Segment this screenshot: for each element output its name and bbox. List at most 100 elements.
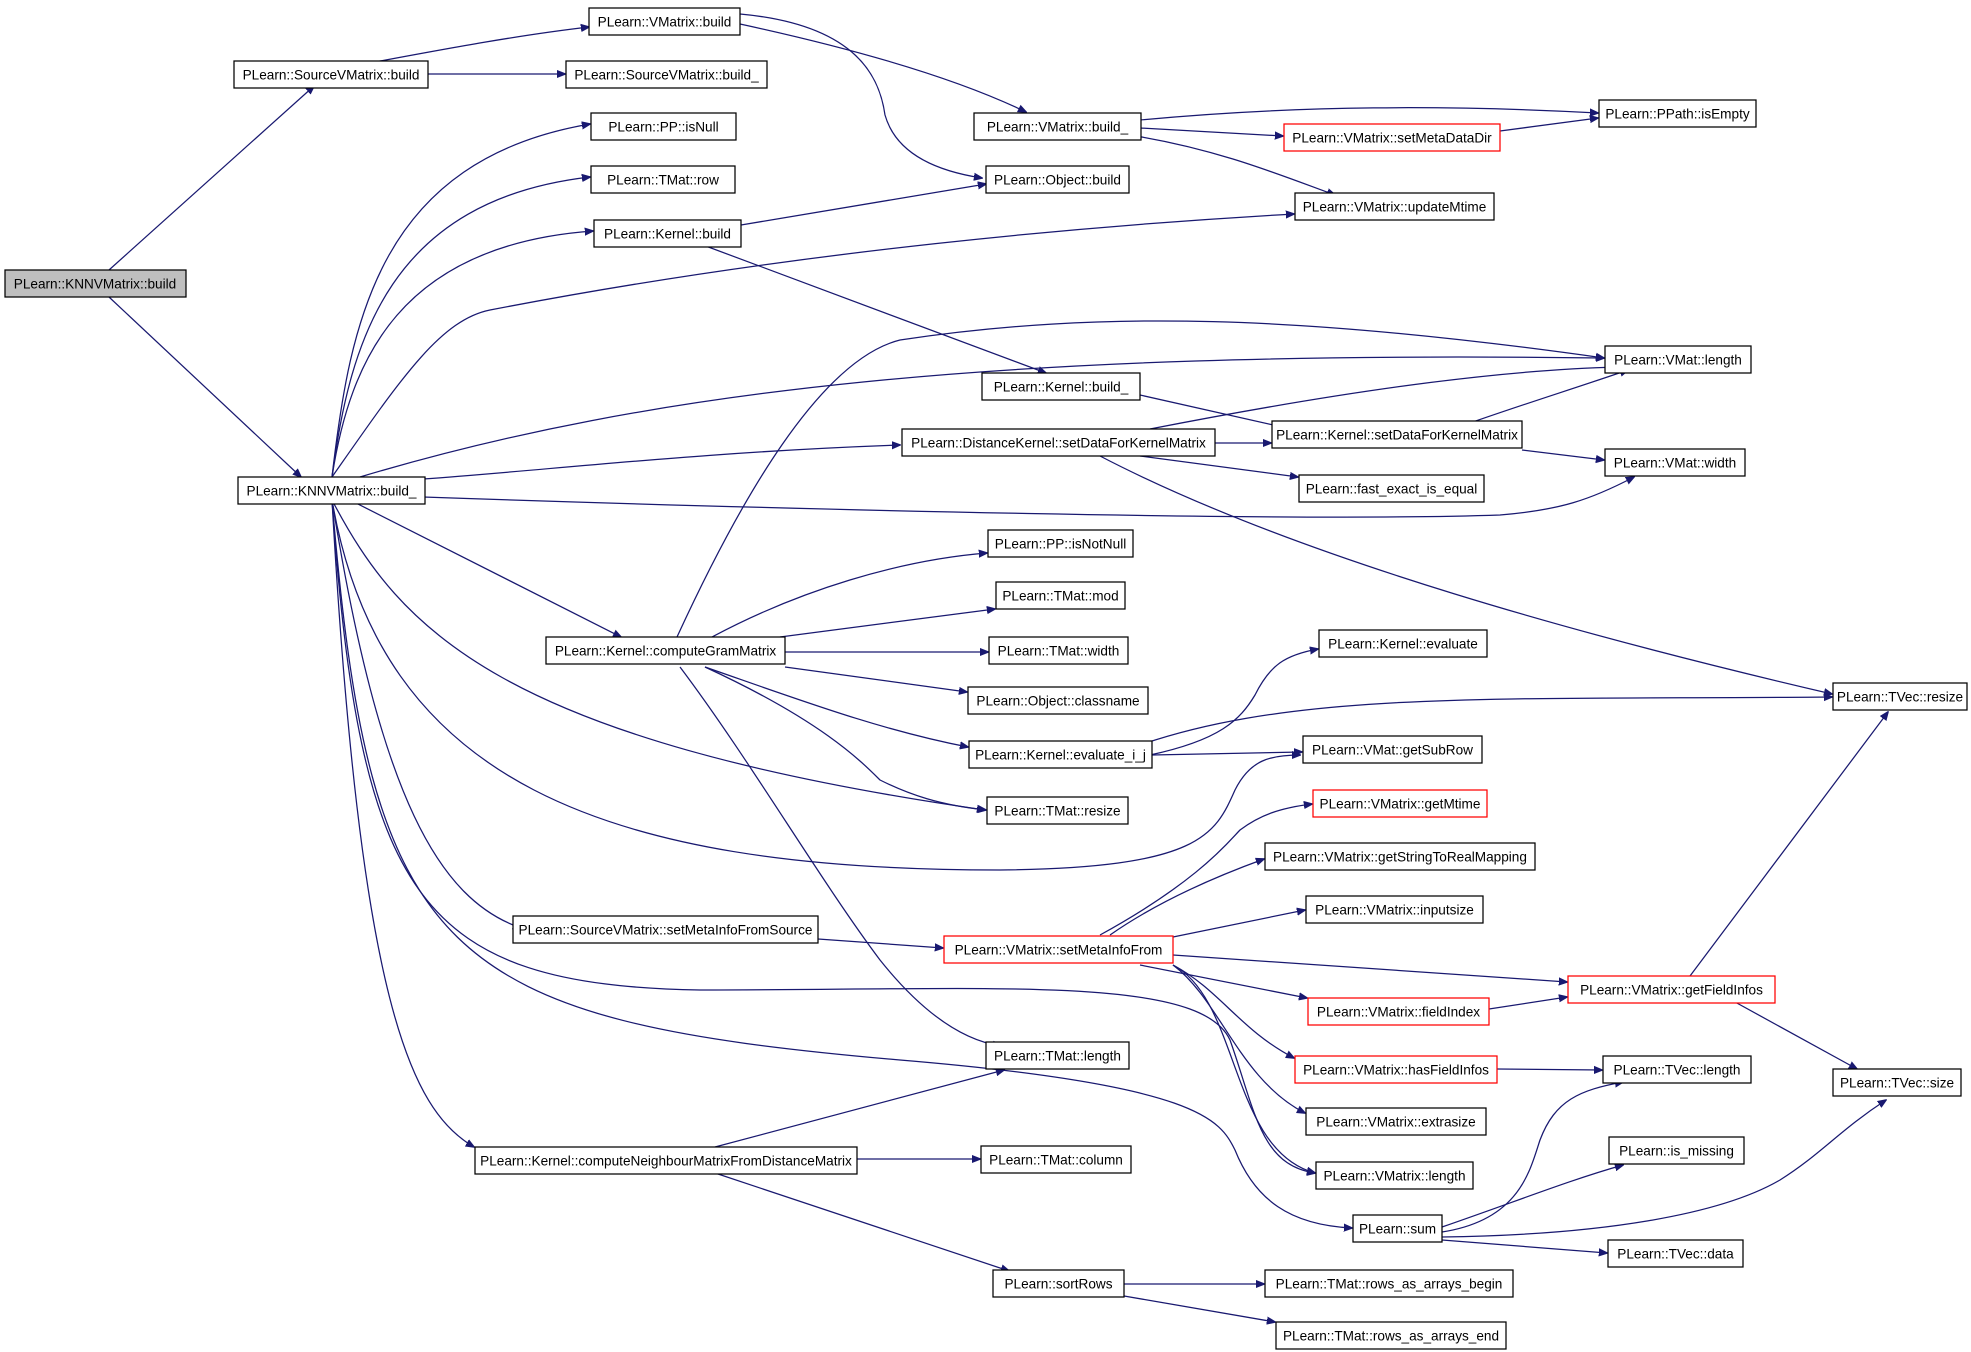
node-evaluate-ij[interactable]: PLearn::Kernel::evaluate_i_j bbox=[968, 740, 1153, 769]
node-pp-isnotnull[interactable]: PLearn::PP::isNotNull bbox=[987, 529, 1134, 558]
node-rows-begin[interactable]: PLearn::TMat::rows_as_arrays_begin bbox=[1264, 1269, 1514, 1298]
node-fast-exact[interactable]: PLearn::fast_exact_is_equal bbox=[1298, 474, 1485, 503]
node-fast-exact-label: PLearn::fast_exact_is_equal bbox=[1306, 482, 1478, 497]
edge-knnv-build-to-vm-length bbox=[331, 499, 1315, 1173]
node-get-mtime[interactable]: PLearn::VMatrix::getMtime bbox=[1312, 789, 1488, 818]
node-is-missing[interactable]: PLearn::is_missing bbox=[1608, 1136, 1745, 1165]
node-tmat-row[interactable]: PLearn::TMat::row bbox=[590, 165, 736, 194]
node-knnv-build-[interactable]: PLearn::KNNVMatrix::build_ bbox=[237, 476, 426, 505]
edge-knnv-build-to-sum bbox=[331, 499, 1352, 1228]
node-vmat-length[interactable]: PLearn::VMat::length bbox=[1604, 345, 1752, 374]
edge-set-meta-from-to-field-index bbox=[1139, 964, 1307, 998]
node-get-mtime-label: PLearn::VMatrix::getMtime bbox=[1320, 797, 1481, 812]
node-ppath-isempty[interactable]: PLearn::PPath::isEmpty bbox=[1598, 99, 1757, 128]
node-rows-end[interactable]: PLearn::TMat::rows_as_arrays_end bbox=[1275, 1321, 1507, 1350]
node-compute-gram-label: PLearn::Kernel::computeGramMatrix bbox=[555, 644, 777, 659]
edge-field-index-to-get-field-infos bbox=[1488, 997, 1567, 1010]
node-set-meta-from[interactable]: PLearn::VMatrix::setMetaInfoFrom bbox=[943, 935, 1174, 964]
node-knnv-build[interactable]: PLearn::KNNVMatrix::build bbox=[4, 269, 187, 298]
node-compute-gram[interactable]: PLearn::Kernel::computeGramMatrix bbox=[545, 636, 786, 665]
node-object-build[interactable]: PLearn::Object::build bbox=[985, 165, 1130, 194]
node-ppath-isempty-label: PLearn::PPath::isEmpty bbox=[1605, 107, 1750, 122]
node-tmat-mod[interactable]: PLearn::TMat::mod bbox=[995, 581, 1126, 610]
node-get-s2r[interactable]: PLearn::VMatrix::getStringToRealMapping bbox=[1264, 842, 1536, 871]
edge-compute-gram-to-tmat-mod bbox=[779, 609, 995, 638]
node-extrasize-label: PLearn::VMatrix::extrasize bbox=[1316, 1115, 1475, 1130]
node-vm-build-label: PLearn::VMatrix::build bbox=[598, 15, 732, 30]
edge-compute-gram-to-object-classname bbox=[784, 666, 967, 692]
node-pp-isnull[interactable]: PLearn::PP::isNull bbox=[590, 112, 737, 141]
edge-has-field-infos-to-tvec-length bbox=[1496, 1069, 1602, 1070]
node-tmat-width[interactable]: PLearn::TMat::width bbox=[988, 636, 1129, 665]
nodes: PLearn::KNNVMatrix::build PLearn::Source… bbox=[4, 7, 1968, 1350]
node-vm-build[interactable]: PLearn::VMatrix::build bbox=[588, 7, 741, 36]
node-tmat-width-label: PLearn::TMat::width bbox=[998, 644, 1120, 659]
node-tvec-data[interactable]: PLearn::TVec::data bbox=[1607, 1239, 1744, 1268]
edge-vm-build-to-ppath-isempty bbox=[1139, 107, 1598, 121]
edge-set-meta-dir-to-ppath-isempty bbox=[1499, 118, 1598, 132]
edge-compute-neigh-to-sort-rows bbox=[711, 1171, 1009, 1271]
edge-evaluate-ij-to-tvec-resize bbox=[1139, 697, 1832, 746]
node-rows-end-label: PLearn::TMat::rows_as_arrays_end bbox=[1283, 1329, 1499, 1344]
node-vmat-width[interactable]: PLearn::VMat::width bbox=[1604, 448, 1746, 477]
node-k-setdata[interactable]: PLearn::Kernel::setDataForKernelMatrix bbox=[1271, 420, 1523, 449]
node-source-build--label: PLearn::SourceVMatrix::build_ bbox=[574, 68, 759, 83]
node-tmat-length-label: PLearn::TMat::length bbox=[994, 1049, 1121, 1064]
node-tmat-resize[interactable]: PLearn::TMat::resize bbox=[986, 796, 1129, 825]
node-vm-length[interactable]: PLearn::VMatrix::length bbox=[1315, 1161, 1474, 1190]
node-dk-setdata-label: PLearn::DistanceKernel::setDataForKernel… bbox=[911, 436, 1206, 451]
node-source-build[interactable]: PLearn::SourceVMatrix::build bbox=[233, 60, 429, 89]
node-tmat-column[interactable]: PLearn::TMat::column bbox=[980, 1145, 1132, 1174]
node-update-mtime-label: PLearn::VMatrix::updateMtime bbox=[1303, 200, 1487, 215]
edges bbox=[108, 13, 1888, 1322]
node-tvec-length[interactable]: PLearn::TVec::length bbox=[1602, 1055, 1752, 1084]
node-tvec-resize[interactable]: PLearn::TVec::resize bbox=[1832, 682, 1968, 711]
node-kernel-build-[interactable]: PLearn::Kernel::build_ bbox=[981, 372, 1141, 401]
node-kernel-evaluate[interactable]: PLearn::Kernel::evaluate bbox=[1318, 629, 1488, 658]
node-kernel-build[interactable]: PLearn::Kernel::build bbox=[593, 219, 742, 248]
node-set-meta-from-label: PLearn::VMatrix::setMetaInfoFrom bbox=[955, 943, 1163, 958]
node-tmat-length[interactable]: PLearn::TMat::length bbox=[985, 1041, 1130, 1070]
node-object-classname[interactable]: PLearn::Object::classname bbox=[967, 686, 1149, 715]
node-vm-build-[interactable]: PLearn::VMatrix::build_ bbox=[973, 112, 1142, 141]
edge-set-meta-from-to-extrasize bbox=[1172, 964, 1305, 1113]
edge-get-field-infos-to-tvec-size bbox=[1734, 1001, 1857, 1069]
node-vmat-getsubrow-label: PLearn::VMat::getSubRow bbox=[1312, 743, 1473, 758]
node-has-field-infos-label: PLearn::VMatrix::hasFieldInfos bbox=[1303, 1063, 1489, 1078]
node-source-build-[interactable]: PLearn::SourceVMatrix::build_ bbox=[565, 60, 768, 89]
node-tmat-column-label: PLearn::TMat::column bbox=[989, 1153, 1123, 1168]
edge-set-meta-from-to-inputsize bbox=[1172, 910, 1305, 938]
edge-knnv-build-to-vmat-width bbox=[422, 477, 1634, 518]
node-field-index[interactable]: PLearn::VMatrix::fieldIndex bbox=[1307, 997, 1490, 1026]
edge-compute-gram-to-tmat-length bbox=[679, 666, 1001, 1046]
edge-set-meta-from-to-get-s2r bbox=[1109, 859, 1264, 936]
node-update-mtime[interactable]: PLearn::VMatrix::updateMtime bbox=[1294, 192, 1495, 221]
edge-knnv-build-to-vmat-getsubrow bbox=[331, 499, 1300, 871]
edge-evaluate-ij-to-kernel-evaluate bbox=[1149, 649, 1318, 756]
edge-knnv-build-to-vmat-length bbox=[359, 357, 1604, 478]
node-src-setmeta[interactable]: PLearn::SourceVMatrix::setMetaInfoFromSo… bbox=[512, 915, 819, 944]
node-get-s2r-label: PLearn::VMatrix::getStringToRealMapping bbox=[1273, 850, 1527, 865]
node-inputsize[interactable]: PLearn::VMatrix::inputsize bbox=[1305, 895, 1484, 924]
node-knnv-build-label: PLearn::KNNVMatrix::build bbox=[14, 277, 176, 292]
edge-knnv-build-to-update-mtime bbox=[331, 214, 1294, 478]
edge-set-meta-from-to-get-field-infos bbox=[1172, 954, 1567, 982]
node-dk-setdata[interactable]: PLearn::DistanceKernel::setDataForKernel… bbox=[901, 428, 1216, 457]
edge-dk-setdata-to-tvec-resize bbox=[1099, 455, 1832, 694]
node-set-meta-dir[interactable]: PLearn::VMatrix::setMetaDataDir bbox=[1283, 123, 1501, 152]
node-tvec-size[interactable]: PLearn::TVec::size bbox=[1832, 1068, 1962, 1097]
edge-get-field-infos-to-tvec-resize bbox=[1689, 712, 1888, 977]
node-sum[interactable]: PLearn::sum bbox=[1352, 1214, 1443, 1243]
edge-compute-gram-to-tmat-resize bbox=[704, 666, 986, 810]
node-vmat-getsubrow[interactable]: PLearn::VMat::getSubRow bbox=[1302, 735, 1483, 764]
node-rows-begin-label: PLearn::TMat::rows_as_arrays_begin bbox=[1276, 1277, 1503, 1292]
node-has-field-infos[interactable]: PLearn::VMatrix::hasFieldInfos bbox=[1294, 1055, 1498, 1084]
node-compute-neigh[interactable]: PLearn::Kernel::computeNeighbourMatrixFr… bbox=[474, 1146, 858, 1175]
node-object-classname-label: PLearn::Object::classname bbox=[976, 694, 1139, 709]
node-tmat-mod-label: PLearn::TMat::mod bbox=[1002, 589, 1118, 604]
node-extrasize[interactable]: PLearn::VMatrix::extrasize bbox=[1305, 1107, 1487, 1136]
node-source-build-label: PLearn::SourceVMatrix::build bbox=[243, 68, 420, 83]
node-get-field-infos[interactable]: PLearn::VMatrix::getFieldInfos bbox=[1567, 975, 1776, 1004]
node-sort-rows[interactable]: PLearn::sortRows bbox=[992, 1269, 1125, 1298]
